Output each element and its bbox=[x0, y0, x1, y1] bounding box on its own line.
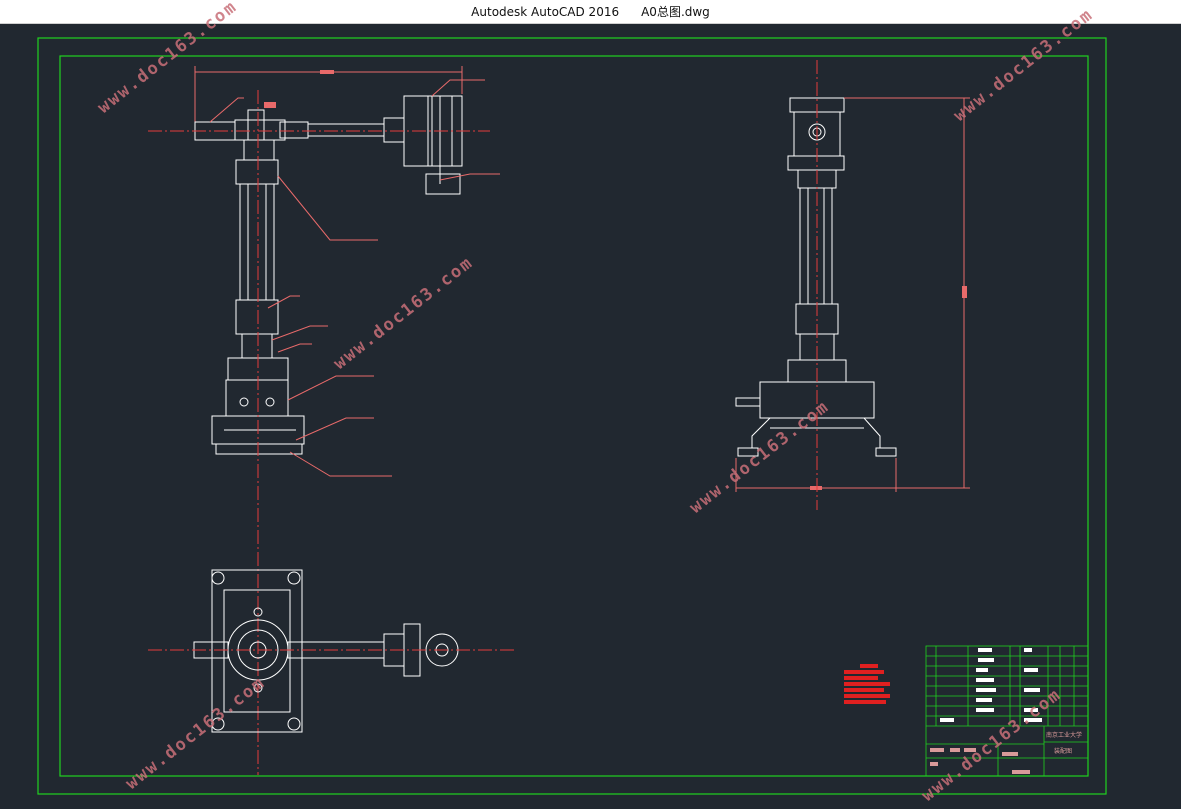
outer-frame bbox=[37, 37, 1107, 795]
top-view bbox=[148, 569, 515, 733]
inner-frame bbox=[59, 55, 1089, 777]
drawing-canvas[interactable]: 南京工业大学 装配图 bbox=[0, 23, 1181, 805]
title-block bbox=[925, 645, 1089, 777]
file-name: A0总图.dwg bbox=[641, 5, 710, 19]
front-view bbox=[148, 66, 500, 775]
side-view bbox=[735, 60, 970, 510]
title-block-entries bbox=[940, 648, 1042, 722]
title-block-pink-entries bbox=[930, 748, 1030, 774]
technical-notes bbox=[844, 664, 890, 704]
title-bar: Autodesk AutoCAD 2016 A0总图.dwg bbox=[0, 0, 1181, 24]
title-block-drawing-name: 装配图 bbox=[1054, 747, 1072, 755]
app-title: Autodesk AutoCAD 2016 bbox=[471, 4, 620, 19]
title-block-school: 南京工业大学 bbox=[1046, 731, 1082, 739]
cad-drawing[interactable]: 南京工业大学 装配图 bbox=[0, 23, 1181, 805]
